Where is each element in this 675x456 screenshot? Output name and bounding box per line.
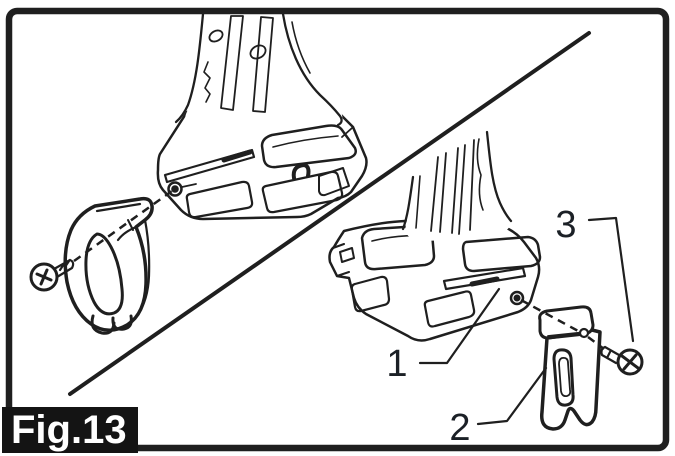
assembly-dash-left <box>73 189 173 263</box>
divider-line <box>68 31 591 396</box>
battery-right-top-pad-left <box>360 224 436 271</box>
callout-3-leader <box>587 216 635 343</box>
assembly-dash-right <box>520 298 581 334</box>
callout-1-leader <box>418 287 501 365</box>
callout-1-label: 1 <box>386 343 408 385</box>
screw-right-shank <box>600 345 621 365</box>
hook-slot-left <box>163 148 256 184</box>
screw-right-phillips <box>620 353 640 371</box>
hook-slot-left-dark <box>221 149 253 163</box>
belt-hook-right-flange <box>538 305 595 340</box>
battery-left-top-pad <box>260 124 357 169</box>
drill-left <box>156 12 368 221</box>
battery-left-body <box>156 109 368 221</box>
handle-left-edge <box>174 12 205 124</box>
belt-hook-left-slot <box>84 232 124 316</box>
callout-3-label: 3 <box>555 204 577 246</box>
figure-label: Fig.13 <box>11 408 127 452</box>
grip-ribs-right <box>415 175 421 229</box>
handle-left-fill <box>185 14 343 126</box>
battery-left-recess-2 <box>261 170 344 214</box>
belt-hook-left <box>63 196 154 335</box>
hook-slot-right-dark <box>469 276 500 287</box>
drill-right <box>328 130 542 342</box>
screw-right <box>600 345 644 376</box>
callout-2-label: 2 <box>449 407 471 449</box>
callout-2-leader <box>476 366 548 426</box>
figure-border <box>5 7 670 452</box>
grip-ribs-left <box>220 15 244 111</box>
battery-left-latch <box>291 163 311 180</box>
screw-left-shank <box>52 258 75 279</box>
figure-label-plate: Fig.13 <box>2 407 138 453</box>
handle-right-edge <box>401 175 415 231</box>
screw-left <box>29 258 75 292</box>
battery-right-recess-2 <box>423 290 476 328</box>
battery-left-recess-1 <box>185 180 254 219</box>
belt-hook-right <box>538 305 602 431</box>
belt-hook-right-hole <box>578 327 590 339</box>
battery-right-latch <box>339 247 355 263</box>
screw-left-phillips <box>35 268 53 286</box>
battery-right-recess-1 <box>350 275 391 313</box>
battery-right-top-pad-right <box>461 235 542 273</box>
